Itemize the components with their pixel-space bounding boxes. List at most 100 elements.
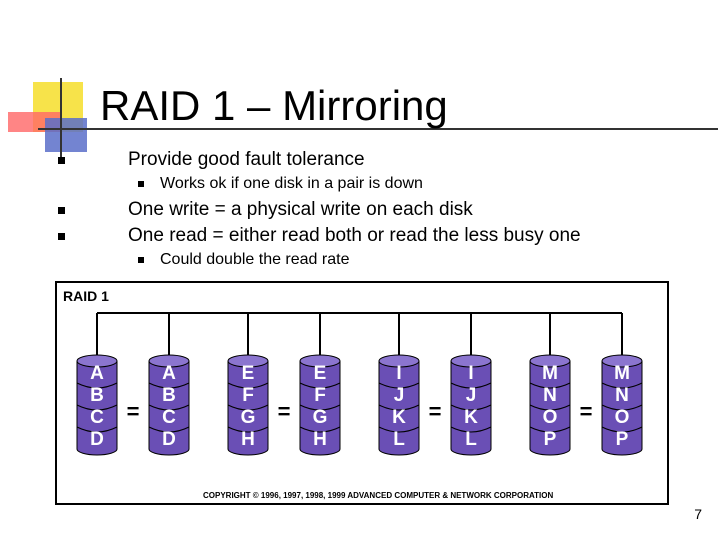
platter-divider <box>529 382 571 389</box>
disk-block-letter: F <box>242 385 254 406</box>
disk-block-letter: J <box>394 385 405 406</box>
bullet-item: One write = a physical write on each dis… <box>58 199 473 221</box>
platter-divider <box>450 382 492 389</box>
disk-block-letter: I <box>468 363 473 384</box>
disk-bottom-fill <box>530 441 570 449</box>
platter-divider <box>227 426 269 433</box>
platter-divider <box>529 426 571 433</box>
platter-divider <box>450 426 492 433</box>
disk-block-letter: G <box>241 407 256 428</box>
disk-top <box>76 354 118 368</box>
disk-block-letter: D <box>90 429 104 450</box>
disk-body <box>450 360 492 450</box>
disk-block-letter: I <box>396 363 401 384</box>
disk-block-letter: K <box>464 407 478 428</box>
disk-body <box>299 360 341 450</box>
platter-divider <box>529 404 571 411</box>
disk-bottom-fill <box>300 441 340 449</box>
bullet-marker <box>138 181 144 187</box>
decor-blue-square <box>45 118 87 152</box>
decor-horizontal-line <box>38 128 718 130</box>
bullet-text: Provide good fault tolerance <box>128 149 365 170</box>
disk-body <box>148 360 190 450</box>
disk-bottom-fill <box>77 441 117 449</box>
disk-top <box>378 354 420 368</box>
disk-bottom-fill <box>451 441 491 449</box>
disk-block-letter: H <box>313 429 327 450</box>
bullet-text: One write = a physical write on each dis… <box>128 199 473 220</box>
platter-divider <box>227 404 269 411</box>
disk-block-letter: P <box>544 429 557 450</box>
disk-block-letter: C <box>162 407 176 428</box>
disk-block-letter: A <box>90 363 104 384</box>
disk-top <box>450 354 492 368</box>
mirror-equals-sign: = <box>580 399 593 424</box>
sub-bullet-item: Works ok if one disk in a pair is down <box>138 175 423 193</box>
disk-block-letter: E <box>242 363 255 384</box>
bullet-marker <box>58 156 65 164</box>
platter-divider <box>227 382 269 389</box>
disk-block-letter: K <box>392 407 406 428</box>
disk-block-letter: O <box>543 407 558 428</box>
platter-divider <box>148 382 190 389</box>
platter-divider <box>76 426 118 433</box>
bullet-marker <box>58 206 65 214</box>
platter-divider <box>601 382 643 389</box>
sub-bullet-item: Could double the read rate <box>138 251 349 269</box>
mirror-equals-sign: = <box>127 399 140 424</box>
mirror-equals-signs: = = = = <box>127 399 593 424</box>
slide-title: RAID 1 – Mirroring <box>100 82 448 129</box>
disk-block-letter: E <box>314 363 327 384</box>
disk-block-letter: F <box>314 385 326 406</box>
platter-divider <box>299 404 341 411</box>
disk-block-letter: A <box>162 363 176 384</box>
disk-block-letter: J <box>466 385 477 406</box>
disk-bottom-fill <box>379 441 419 449</box>
platter-divider <box>601 426 643 433</box>
platter-divider <box>378 382 420 389</box>
platter-divider <box>378 404 420 411</box>
disk-block-letter: L <box>465 429 477 450</box>
mirror-equals-sign: = <box>278 399 291 424</box>
bullet-text: Could double the read rate <box>160 251 350 268</box>
bullet-text: One read = either read both or read the … <box>128 225 581 246</box>
disk-block-letter: M <box>614 363 630 384</box>
disk-top <box>601 354 643 368</box>
disk-block-letter: G <box>313 407 328 428</box>
disk-block-letter: B <box>162 385 176 406</box>
disk-bottom-fill <box>228 441 268 449</box>
disk-top <box>529 354 571 368</box>
bullet-marker <box>138 257 144 263</box>
platter-divider <box>450 404 492 411</box>
disk-bottom-fill <box>149 441 189 449</box>
page-number: 7 <box>694 506 702 522</box>
disk-top <box>148 354 190 368</box>
disk-block-letter: H <box>241 429 255 450</box>
mirror-equals-sign: = <box>429 399 442 424</box>
disk-top <box>227 354 269 368</box>
disk-block-letter: M <box>542 363 558 384</box>
disk-block-letter: L <box>393 429 405 450</box>
copyright-text: COPYRIGHT © 1996, 1997, 1998, 1999 ADVAN… <box>203 491 553 500</box>
bullet-item: One read = either read both or read the … <box>58 225 581 247</box>
platter-divider <box>76 382 118 389</box>
controller-bus <box>96 312 623 361</box>
platter-divider <box>299 382 341 389</box>
bullet-item: Provide good fault tolerance <box>58 149 365 171</box>
disk-block-letter: B <box>90 385 104 406</box>
diagram-label: RAID 1 <box>63 288 109 304</box>
disk-block-letter: O <box>615 407 630 428</box>
platter-divider <box>378 426 420 433</box>
platter-divider <box>601 404 643 411</box>
disk-bottom-fill <box>602 441 642 449</box>
disk-block-letter: N <box>543 385 557 406</box>
